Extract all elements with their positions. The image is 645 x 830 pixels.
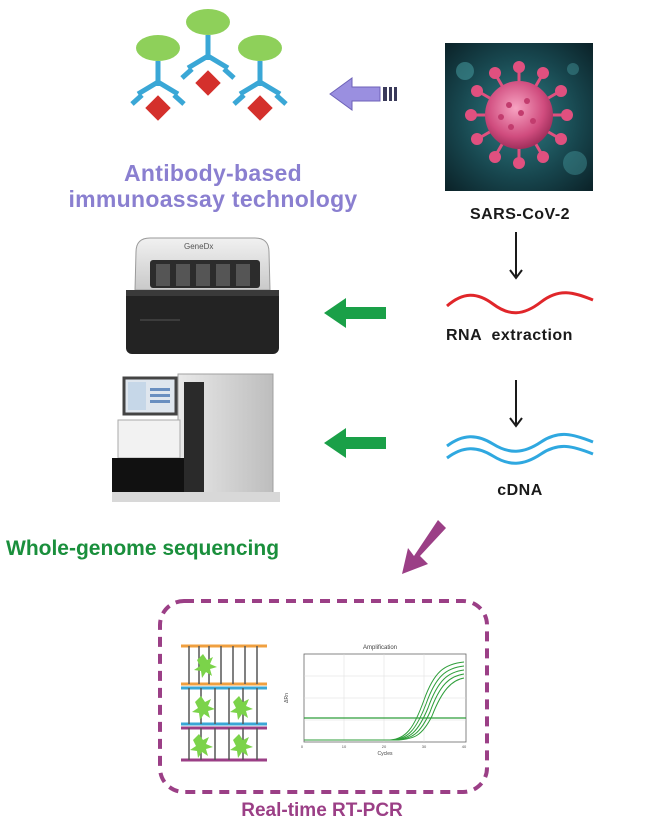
wgs-title: Whole-genome sequencing	[6, 537, 280, 560]
svg-text:40: 40	[462, 744, 467, 749]
pcr-panel	[158, 599, 489, 794]
antibody-icon	[232, 35, 288, 121]
cdna-strand-icon	[446, 433, 594, 465]
green-arrow-icon	[324, 428, 386, 458]
antibody-title: Antibody-based immunoassay technology	[68, 160, 358, 212]
antibody-title-line1: Antibody-based	[124, 160, 302, 186]
rna-strand-icon	[446, 291, 594, 315]
rna-label: RNA extraction	[446, 327, 573, 344]
svg-text:10: 10	[342, 744, 347, 749]
virus-label: SARS-CoV-2	[469, 206, 571, 223]
svg-text:20: 20	[382, 744, 387, 749]
antibody-title-line2: immunoassay technology	[68, 186, 358, 212]
amplification-plot: Amplification ΔRn 0 10 20 30 40 Cycles	[284, 645, 467, 757]
antibody-icon	[130, 35, 186, 121]
magenta-arrow-icon	[402, 520, 446, 574]
svg-text:0: 0	[301, 744, 304, 749]
amplification-title: Amplification	[363, 645, 397, 651]
antibody-group	[130, 9, 288, 121]
extractor-brand: GeneDx	[184, 242, 214, 251]
amplification-ylabel: ΔRn	[284, 693, 290, 703]
down-arrow-icon	[509, 232, 523, 280]
extraction-instrument	[126, 237, 279, 354]
svg-text:30: 30	[422, 744, 427, 749]
sequencer-instrument	[112, 373, 280, 502]
antibody-icon	[180, 9, 236, 96]
pcr-title: Real-time RT-PCR	[241, 800, 403, 821]
virus-image	[445, 43, 593, 191]
green-arrow-icon	[324, 298, 386, 328]
cdna-label: cDNA	[497, 482, 543, 499]
amplification-xlabel: Cycles	[377, 751, 393, 757]
purple-arrow-icon	[329, 77, 397, 111]
down-arrow-icon	[509, 380, 523, 428]
dna-probe-icon	[181, 644, 267, 762]
